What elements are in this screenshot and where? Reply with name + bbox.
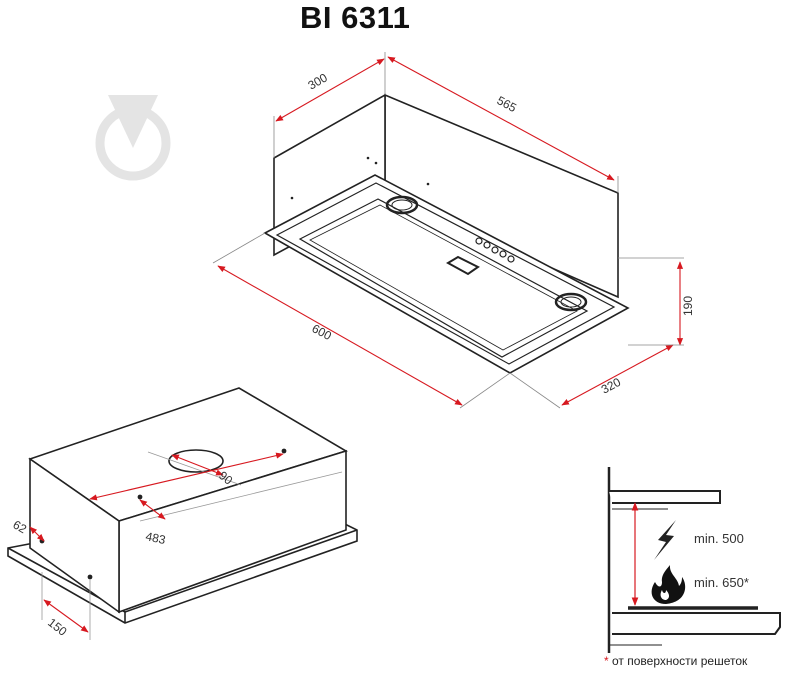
dim-width-front: 600 [310,321,335,343]
footnote-star: * [604,654,609,668]
installation-diagram [607,467,781,653]
lamp-right [554,292,588,312]
dim-holes-span: 483 [144,529,167,547]
footnote: * от поверхности решеток [604,654,747,668]
lamp-left [385,195,419,215]
dim-height: 190 [681,296,695,316]
bottom-view-drawing [7,387,358,624]
watermark-logo-icon [95,95,171,181]
control-buttons [475,237,515,263]
footnote-text: от поверхности решеток [612,654,748,668]
cooktop-outline [612,612,781,635]
dim-depth-bottom: 320 [599,375,624,397]
dim-depth-top: 300 [306,70,331,92]
dim-side: 150 [45,615,70,639]
hood-outline [609,490,721,504]
min-electric-label: min. 500 [694,531,744,546]
dim-width-back: 565 [495,93,520,115]
dim-flange: 62 [11,517,30,536]
bottom-view-dimensions [29,451,343,640]
model-title: BI 6311 [300,0,411,35]
top-view-dimensions [217,56,684,406]
flame-icon [651,565,686,604]
lightning-icon [654,520,676,560]
min-gas-label: min. 650* [694,575,749,590]
